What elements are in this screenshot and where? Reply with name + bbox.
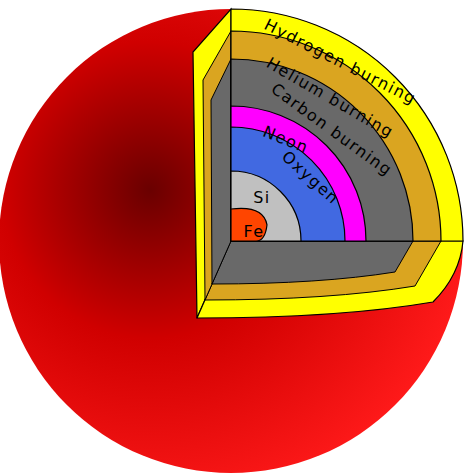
cut-face bbox=[211, 59, 231, 284]
shell-fill bbox=[231, 9, 463, 241]
shell-fill bbox=[231, 31, 441, 241]
shell-fill bbox=[231, 208, 267, 241]
cut-face bbox=[197, 241, 463, 318]
shell-fill bbox=[231, 106, 366, 241]
cut-face bbox=[205, 241, 441, 300]
silicon-core: SiFe bbox=[231, 171, 301, 241]
shell-fill bbox=[231, 171, 301, 241]
hydrogen-shell: Hydrogen burningHelium burningCarbon bur… bbox=[231, 9, 463, 241]
layer-label: Fe bbox=[243, 224, 264, 240]
star-sphere bbox=[0, 9, 463, 473]
shell-fill bbox=[231, 127, 345, 241]
cut-face bbox=[212, 241, 413, 284]
shell-fill bbox=[231, 59, 413, 241]
neon-shell: NeonOxygenSiFe bbox=[231, 106, 366, 241]
iron-core: Fe bbox=[231, 205, 267, 241]
layer-label: Si bbox=[253, 190, 271, 206]
